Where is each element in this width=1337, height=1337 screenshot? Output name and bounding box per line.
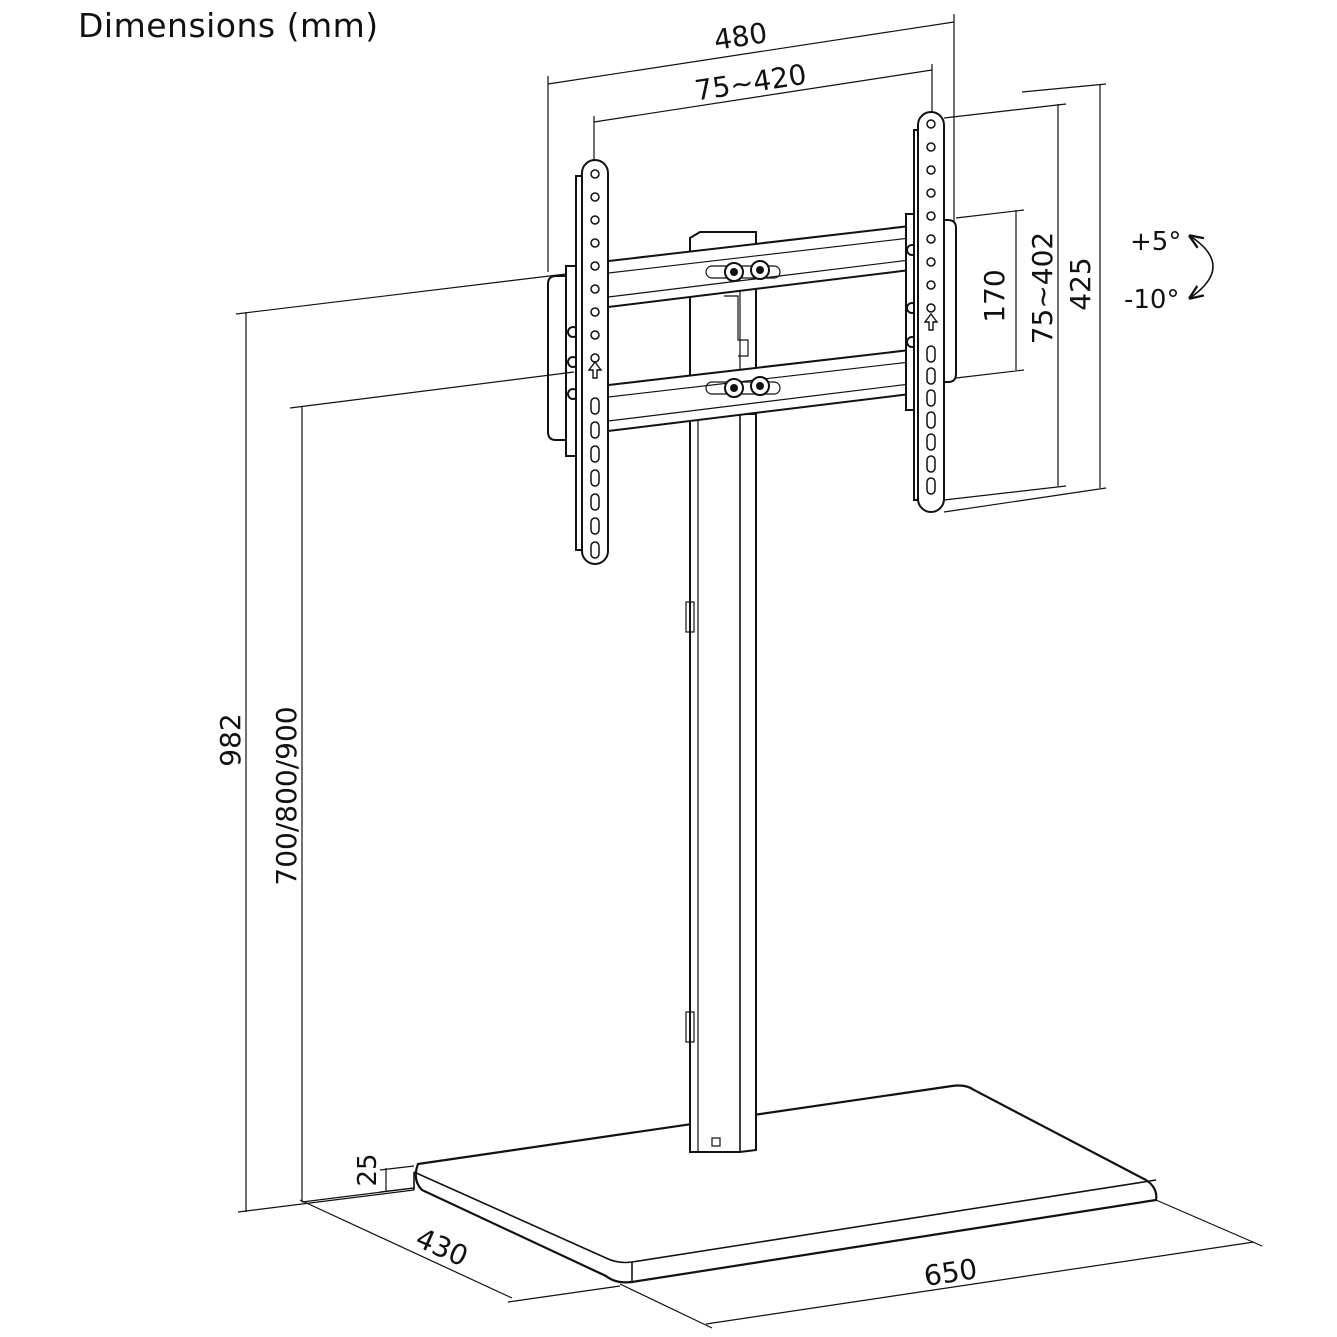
tilt-arc-icon	[1190, 236, 1214, 298]
label-width-480: 480	[712, 16, 770, 57]
vesa-slot	[926, 455, 936, 473]
vesa-slot	[926, 345, 936, 363]
vesa-slot	[926, 433, 936, 451]
column	[685, 413, 757, 1153]
vesa-slot	[590, 493, 600, 511]
vesa-hole	[590, 330, 600, 340]
vesa-hole	[926, 165, 936, 175]
diagram-title: Dimensions (mm)	[78, 6, 379, 45]
vesa-hole	[590, 307, 600, 317]
vesa-slot	[590, 421, 600, 439]
vesa-slot	[590, 397, 600, 415]
label-adjustable-height: 700/800/900	[270, 706, 303, 885]
label-tilt-up: +5°	[1130, 227, 1181, 257]
vesa-slot	[926, 367, 936, 385]
vesa-hole	[926, 211, 936, 221]
left-vesa-arm	[575, 159, 609, 565]
label-total-height: 982	[214, 713, 247, 766]
vesa-hole	[590, 192, 600, 202]
vesa-slot	[590, 469, 600, 487]
right-vesa-arm	[913, 111, 945, 513]
dimension-base-width	[619, 1199, 1263, 1329]
vesa-hole	[926, 280, 936, 290]
vesa-slot	[926, 411, 936, 429]
vesa-hole	[590, 353, 600, 363]
dimension-vesa-horizontal	[593, 64, 933, 160]
vesa-hole	[590, 238, 600, 248]
vesa-hole	[590, 169, 600, 179]
vesa-hole	[590, 261, 600, 271]
dimension-base-thickness	[379, 1165, 415, 1193]
label-tilt-down: -10°	[1124, 285, 1179, 315]
vesa-hole	[926, 119, 936, 129]
vesa-slot	[926, 389, 936, 407]
vesa-hole	[590, 215, 600, 225]
vesa-hole	[926, 142, 936, 152]
vesa-hole	[926, 257, 936, 267]
vesa-slot	[590, 517, 600, 535]
vesa-hole	[590, 284, 600, 294]
vesa-hole	[926, 303, 936, 313]
dimension-width-480	[547, 14, 955, 272]
label-base-width: 650	[922, 1252, 980, 1293]
label-arm-height: 170	[978, 269, 1011, 322]
dimension-adjustable-height	[289, 371, 575, 1203]
label-vesa-vertical: 75~402	[1026, 232, 1059, 345]
vesa-slot	[926, 477, 936, 495]
adjustment-knobs	[705, 260, 781, 398]
vesa-slot	[590, 541, 600, 559]
vesa-slot	[590, 445, 600, 463]
dimension-right-verticals	[943, 83, 1107, 513]
vesa-hole	[926, 234, 936, 244]
dimension-base-depth	[299, 1199, 621, 1303]
vesa-hole	[926, 188, 936, 198]
label-bracket-height: 425	[1064, 257, 1097, 310]
dimension-total-height	[235, 273, 567, 1213]
label-base-thickness: 25	[353, 1153, 383, 1186]
label-vesa-horizontal: 75~420	[692, 58, 808, 108]
base-plate	[413, 1084, 1158, 1284]
